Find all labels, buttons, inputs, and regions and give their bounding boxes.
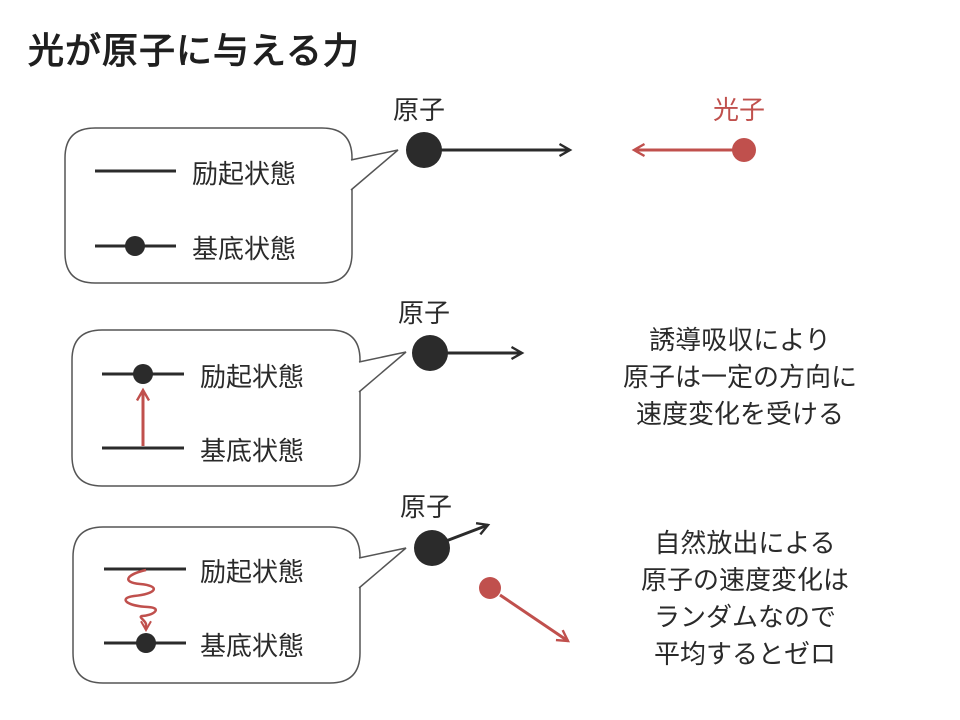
atom-1	[406, 132, 442, 168]
note-panel-2: 誘導吸収により 原子は一定の方向に 速度変化を受ける	[590, 323, 890, 434]
legend-excited-label-2: 励起状態	[200, 363, 305, 393]
atom-2	[412, 335, 448, 371]
atom-label-3: 原子	[400, 493, 453, 523]
legend-excited-label-3: 励起状態	[200, 558, 305, 588]
legend-ground-electron-3	[136, 633, 156, 653]
emission-wavy-arrow	[124, 568, 158, 633]
speech-bubble-1-tail	[350, 149, 399, 191]
legend-ground-electron-1	[125, 236, 145, 256]
note-panel-3-line: 自然放出による	[654, 529, 836, 559]
atom-label-2: 原子	[398, 299, 451, 329]
speech-bubble-2-tail	[358, 351, 407, 393]
atom-recoil-arrow-3	[445, 521, 491, 543]
page-title: 光が原子に与える力	[28, 31, 360, 72]
note-panel-3-line: ランダムなので	[653, 603, 836, 633]
note-panel-2-line: 速度変化を受ける	[635, 400, 844, 430]
atom-label-1: 原子	[393, 96, 446, 126]
note-panel-2-line: 誘導吸収により	[649, 326, 831, 356]
note-panel-3-line: 原子の速度変化は	[640, 566, 849, 596]
photon-emission-arrow-3	[499, 593, 571, 643]
note-panel-2-line: 原子は一定の方向に	[622, 363, 857, 393]
speech-bubble-3-tail	[358, 547, 407, 589]
note-panel-3-line: 平均するとゼロ	[653, 640, 836, 670]
legend-ground-label-3: 基底状態	[200, 632, 305, 662]
atom-3	[414, 530, 450, 566]
legend-ground-label-1: 基底状態	[192, 235, 297, 265]
photon-3	[479, 577, 501, 599]
legend-excited-electron-2	[133, 364, 153, 384]
photon-1	[732, 138, 756, 162]
legend-ground-label-2: 基底状態	[200, 437, 305, 467]
legend-excited-label-1: 励起状態	[192, 160, 297, 190]
note-panel-3: 自然放出による 原子の速度変化は ランダムなので 平均するとゼロ	[595, 526, 895, 674]
photon-label-1: 光子	[713, 96, 766, 126]
